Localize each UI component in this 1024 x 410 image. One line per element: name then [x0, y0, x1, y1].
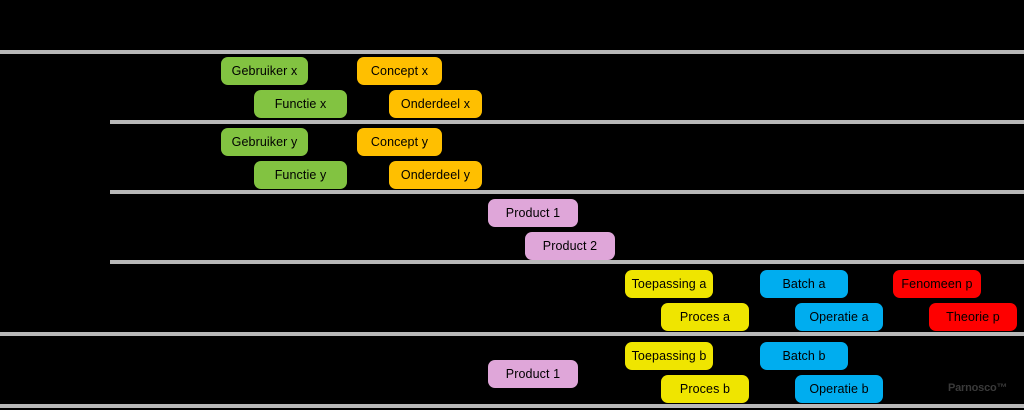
node-product-product-2[interactable]: Product 2	[525, 232, 615, 260]
node-b-operatie-b[interactable]: Operatie b	[795, 375, 883, 403]
node-a-toepassing-a[interactable]: Toepassing a	[625, 270, 713, 298]
node-x-gebruiker-x[interactable]: Gebruiker x	[221, 57, 308, 85]
node-y-gebruiker-y[interactable]: Gebruiker y	[221, 128, 308, 156]
watermark: Parnosco™	[948, 382, 1008, 394]
separator-top	[0, 50, 1024, 54]
separator-row-y-product	[110, 190, 1024, 194]
node-a-theorie-p[interactable]: Theorie p	[929, 303, 1017, 331]
node-b-product-1[interactable]: Product 1	[488, 360, 578, 388]
node-product-product-1[interactable]: Product 1	[488, 199, 578, 227]
separator-row-x-y	[110, 120, 1024, 124]
node-b-toepassing-b[interactable]: Toepassing b	[625, 342, 713, 370]
node-y-concept-y[interactable]: Concept y	[357, 128, 442, 156]
separator-row-product-a	[110, 260, 1024, 264]
node-y-functie-y[interactable]: Functie y	[254, 161, 347, 189]
node-a-batch-a[interactable]: Batch a	[760, 270, 848, 298]
separator-row-a-b	[0, 332, 1024, 336]
node-x-functie-x[interactable]: Functie x	[254, 90, 347, 118]
node-a-operatie-a[interactable]: Operatie a	[795, 303, 883, 331]
node-b-batch-b[interactable]: Batch b	[760, 342, 848, 370]
node-a-proces-a[interactable]: Proces a	[661, 303, 749, 331]
separator-bottom	[0, 404, 1024, 408]
node-y-onderdeel-y[interactable]: Onderdeel y	[389, 161, 482, 189]
node-b-proces-b[interactable]: Proces b	[661, 375, 749, 403]
node-x-concept-x[interactable]: Concept x	[357, 57, 442, 85]
node-a-fenomeen-p[interactable]: Fenomeen p	[893, 270, 981, 298]
node-x-onderdeel-x[interactable]: Onderdeel x	[389, 90, 482, 118]
